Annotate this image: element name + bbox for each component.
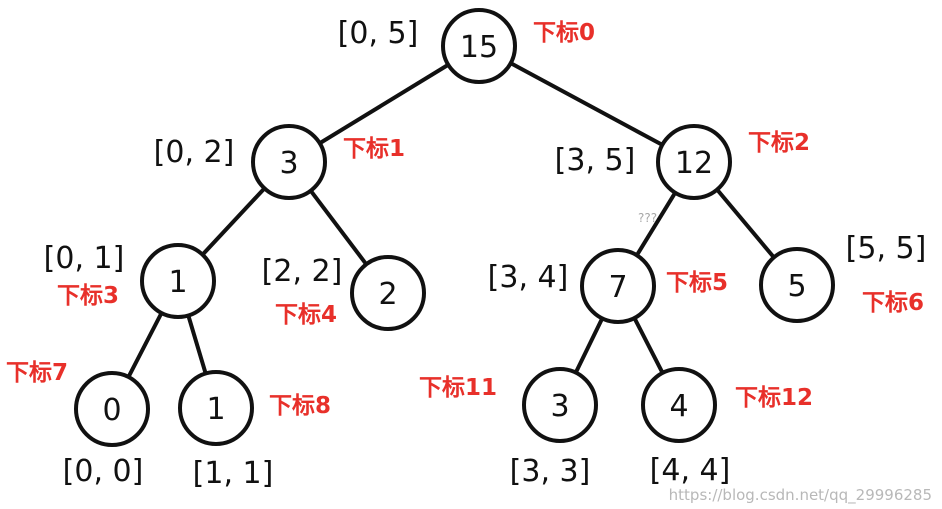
tree-node-n3 bbox=[140, 243, 216, 319]
node-value: 3 bbox=[550, 389, 569, 424]
node-value: 7 bbox=[608, 270, 627, 305]
node-index-label: 下标8 bbox=[269, 393, 331, 419]
node-range-label: [0, 0] bbox=[63, 454, 144, 489]
tree-node-n7 bbox=[74, 371, 150, 447]
node-value: 2 bbox=[378, 277, 397, 312]
tree-node-n5 bbox=[580, 248, 656, 324]
node-index-label: 下标11 bbox=[419, 375, 497, 401]
node-range-label: [2, 2] bbox=[262, 254, 343, 289]
edge-n5-n12 bbox=[632, 317, 665, 374]
node-index-label: 下标1 bbox=[343, 136, 405, 162]
node-value: 3 bbox=[279, 146, 298, 181]
tree-edges bbox=[126, 61, 776, 378]
node-range-label: [3, 5] bbox=[555, 143, 636, 178]
edge-n3-n7 bbox=[126, 312, 164, 378]
node-range-label: [3, 3] bbox=[510, 454, 591, 489]
node-index-label: 下标2 bbox=[748, 130, 810, 156]
node-value: 12 bbox=[675, 146, 713, 181]
edge-n5-n11 bbox=[573, 317, 605, 374]
tree-node-n6 bbox=[759, 247, 835, 323]
node-range-label: [4, 4] bbox=[650, 453, 731, 488]
edge-n0-n1 bbox=[318, 63, 450, 145]
watermark-text: https://blog.csdn.net/qq_29996285 bbox=[669, 486, 932, 505]
stray-question-marks: ??? bbox=[638, 211, 657, 225]
node-value: 15 bbox=[460, 30, 498, 65]
edge-n2-n6 bbox=[715, 188, 776, 259]
node-index-label: 下标0 bbox=[533, 20, 595, 46]
node-value: 1 bbox=[168, 265, 187, 300]
node-value: 0 bbox=[102, 393, 121, 428]
node-range-label: [5, 5] bbox=[846, 231, 927, 266]
tree-node-n2 bbox=[656, 124, 732, 200]
node-index-label: 下标6 bbox=[862, 290, 924, 316]
node-value: 1 bbox=[206, 392, 225, 427]
tree-node-n0 bbox=[441, 8, 517, 84]
edge-n2-n5 bbox=[635, 191, 677, 257]
tree-node-n1 bbox=[251, 124, 327, 200]
node-value: 5 bbox=[787, 269, 806, 304]
edge-n0-n2 bbox=[509, 61, 664, 147]
edge-n1-n4 bbox=[309, 189, 368, 266]
node-index-label: 下标5 bbox=[666, 270, 728, 296]
tree-node-n12 bbox=[641, 367, 717, 443]
node-range-label: [0, 5] bbox=[338, 16, 419, 51]
node-index-label: 下标7 bbox=[6, 360, 68, 386]
node-range-label: [1, 1] bbox=[193, 456, 274, 491]
tree-labels: [0, 5] 下标0 [0, 2] 下标1 [3, 5] 下标2 [0, 1] 下标3 [2, … bbox=[6, 16, 926, 491]
node-index-label: 下标3 bbox=[57, 283, 119, 309]
tree-node-n8 bbox=[178, 370, 254, 446]
node-range-label: [3, 4] bbox=[488, 260, 569, 295]
node-index-label: 下标4 bbox=[275, 302, 337, 328]
node-range-label: [0, 1] bbox=[44, 241, 125, 276]
node-value: 4 bbox=[669, 389, 688, 424]
edge-n1-n3 bbox=[201, 186, 266, 257]
node-range-label: [0, 2] bbox=[154, 135, 235, 170]
tree-node-n4 bbox=[350, 255, 426, 331]
node-index-label: 下标12 bbox=[735, 385, 813, 411]
edge-n3-n8 bbox=[186, 314, 208, 375]
tree-node-n11 bbox=[522, 367, 598, 443]
